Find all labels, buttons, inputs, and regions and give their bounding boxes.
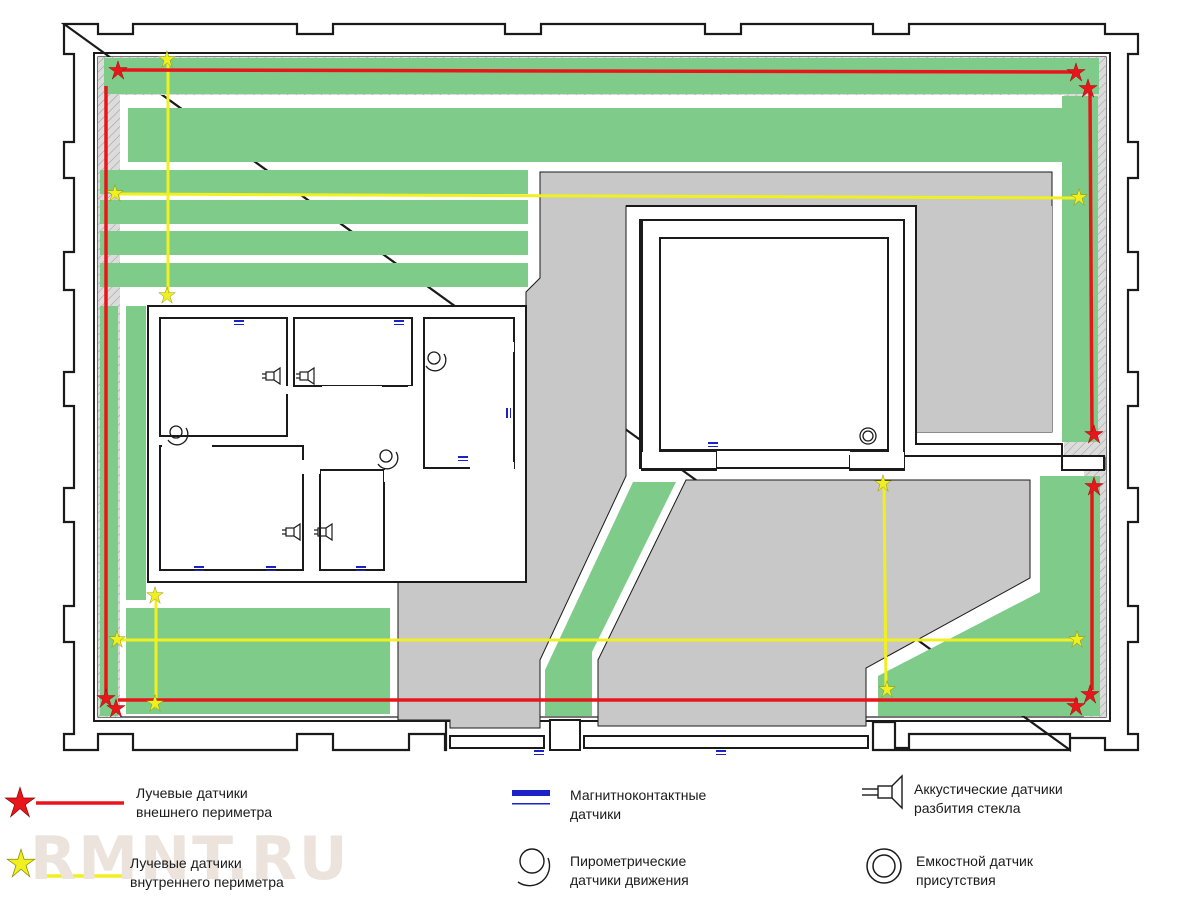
legend-acoustic-line2: разбития стекла (914, 800, 1021, 816)
magnetic-sensor-icon (394, 320, 404, 325)
legend-outer-beam-line1: Лучевые датчики (136, 785, 248, 801)
legend-symbols (4, 774, 903, 887)
acoustic-sensor-icon (282, 522, 301, 542)
acoustic-sensors (262, 366, 333, 542)
legend-acoustic-icon (862, 774, 903, 810)
legend-magnetic-icon (512, 790, 550, 805)
legend-inner-beam-label: Лучевые датчики внутреннего периметра (130, 854, 284, 892)
acoustic-sensor-icon (262, 366, 281, 386)
pool-structure (626, 205, 1105, 471)
capacitive-sensor-icon (859, 427, 877, 445)
legend-acoustic-label: Аккустические датчики разбития стекла (914, 780, 1063, 818)
house-interior-walls (162, 342, 514, 482)
legend-outer-beam-line2: внешнего периметра (136, 804, 273, 820)
legend-acoustic-line1: Аккустические датчики (914, 781, 1063, 797)
legend-inner-beam-line2: внутреннего периметра (130, 874, 284, 890)
pyrometric-sensor-icon (377, 449, 399, 470)
watermark: RMNT.RU (30, 824, 350, 894)
magnetic-sensor-icon (708, 442, 718, 447)
legend-capacitive-line1: Емкостной датчик (916, 853, 1033, 869)
legend-outer-beam-star-icon (4, 786, 36, 818)
inner-perimeter-beams (115, 62, 1081, 708)
inner-beam-sensor-icon (158, 286, 176, 304)
legend-magnetic-label: Магнитноконтактные датчики (570, 786, 706, 824)
pyrometric-sensors (167, 351, 447, 470)
magnetic-sensor-icon (356, 566, 366, 571)
pyrometric-sensor-icon (167, 425, 189, 446)
magnetic-sensor-icon (716, 750, 726, 755)
gates (449, 719, 869, 751)
legend-outer-beam-label: Лучевые датчики внешнего периметра (136, 784, 272, 822)
legend-pyrometric-line2: датчики движения (570, 872, 689, 888)
outer-perimeter-beams (104, 68, 1094, 702)
legend-pyrometric-label: Пирометрические датчики движения (570, 852, 689, 890)
legend-magnetic-line1: Магнитноконтактные (570, 787, 707, 803)
magnetic-sensors (194, 320, 726, 755)
legend-magnetic-line2: датчики (570, 806, 622, 822)
magnetic-sensor-icon (534, 750, 544, 755)
lawn-areas (100, 58, 1100, 716)
magnetic-sensor-icon (266, 566, 276, 571)
acoustic-sensor-icon (296, 366, 315, 386)
legend-inner-beam-line1: Лучевые датчики (130, 855, 242, 871)
magnetic-sensor-icon (194, 566, 204, 571)
magnetic-sensor-icon (506, 408, 511, 418)
legend-capacitive-line2: присутствия (916, 872, 996, 888)
magnetic-sensor-icon (458, 456, 468, 461)
legend-pyrometric-icon (517, 848, 551, 887)
paved-areas (397, 171, 1053, 729)
legend-capacitive-label: Емкостной датчик присутствия (916, 852, 1033, 890)
magnetic-sensor-icon (234, 320, 244, 325)
acoustic-sensor-icon (314, 522, 333, 542)
pyrometric-sensor-icon (425, 351, 447, 372)
legend-pyrometric-line1: Пирометрические (570, 853, 687, 869)
capacitive-sensor (859, 427, 877, 445)
legend-capacitive-icon (866, 848, 902, 884)
